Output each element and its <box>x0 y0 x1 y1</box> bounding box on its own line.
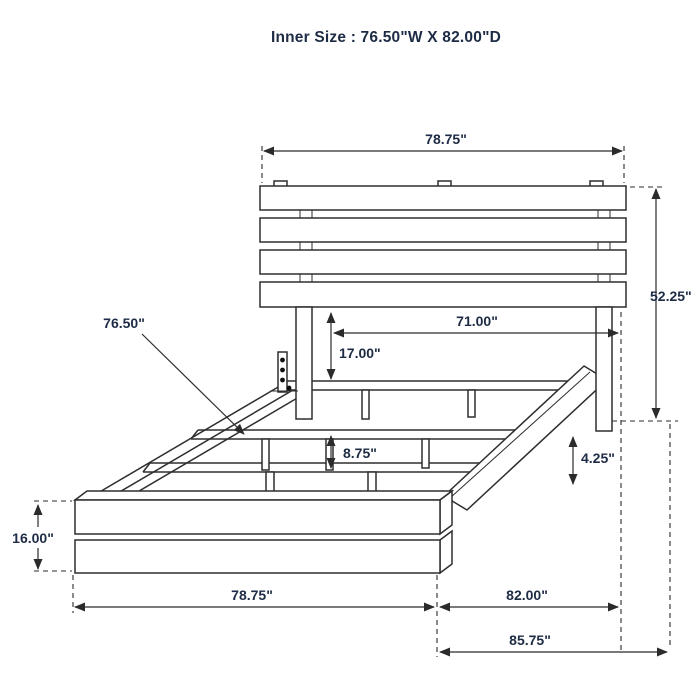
extension-lines <box>34 146 678 657</box>
bracket-hardware <box>270 351 298 393</box>
footboard <box>72 489 455 575</box>
bed-frame-drawing <box>72 180 627 575</box>
footboard-plank-1 <box>74 499 441 535</box>
dim-label-headboard-to-rail: 17.00" <box>339 345 381 361</box>
inner-size-title: Inner Size : 76.50"W X 82.00"D <box>271 29 501 46</box>
dim-inner-width: 71.00" <box>333 313 619 338</box>
footboard-plank-2 <box>74 539 441 574</box>
headboard-posts-gap-lines <box>299 210 611 282</box>
slat-feet <box>261 389 476 500</box>
headboard-leg-left <box>295 306 313 420</box>
dim-label-footboard-width: 78.75" <box>231 587 273 603</box>
dim-headboard-to-rail: 17.00" <box>326 312 381 380</box>
slat-support-rails <box>142 380 588 473</box>
headboard-plank-3 <box>259 249 627 275</box>
dim-overall-depth: 85.75" <box>439 632 668 657</box>
dim-label-slat-length: 76.50" <box>103 315 145 331</box>
headboard-leg-right <box>595 306 613 432</box>
dim-label-overall-height: 52.25" <box>650 288 692 304</box>
dimension-annotations: 78.75" 52.25" 76.50" 71.00" 17.00" 8.75" <box>12 131 692 657</box>
dim-label-slat-support-height: 8.75" <box>343 445 377 461</box>
dim-rail-thickness: 4.25" <box>568 436 615 485</box>
dim-inner-depth: 82.00" <box>439 587 619 612</box>
dim-headboard-width: 78.75" <box>263 131 623 156</box>
dim-label-headboard-width: 78.75" <box>425 131 467 147</box>
dim-slat-support-height: 8.75" <box>326 435 377 469</box>
headboard-plank-2 <box>259 217 627 243</box>
dim-overall-height: 52.25" <box>650 188 692 419</box>
headboard-plank-4 <box>259 281 627 308</box>
dim-label-rail-thickness: 4.25" <box>581 450 615 466</box>
dim-slat-length: 76.50" <box>103 315 245 435</box>
headboard-plank-1 <box>259 185 627 211</box>
dim-footboard-height: 16.00" <box>12 504 54 570</box>
dim-label-overall-depth: 85.75" <box>509 632 551 648</box>
dim-footboard-width: 78.75" <box>74 587 435 612</box>
dim-label-footboard-height: 16.00" <box>12 530 54 546</box>
dim-label-inner-depth: 82.00" <box>506 587 548 603</box>
dim-label-inner-width: 71.00" <box>456 313 498 329</box>
headboard <box>259 180 627 432</box>
